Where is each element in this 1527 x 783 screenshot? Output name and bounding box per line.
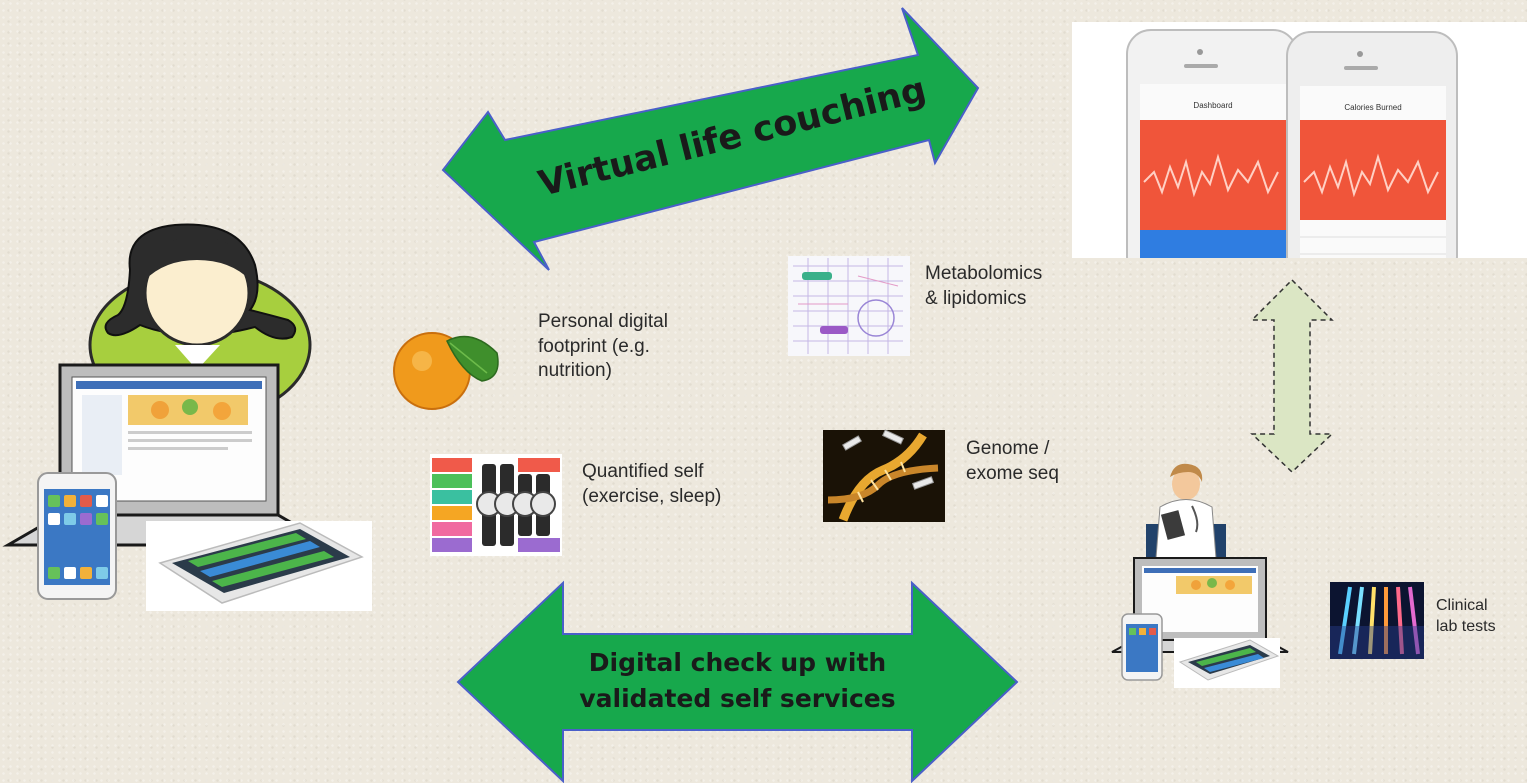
quantified-self-image xyxy=(430,454,562,556)
phone-right-title: Calories Burned xyxy=(1344,103,1401,112)
virtual-coaching-arrow-shape xyxy=(441,7,980,271)
phone-right xyxy=(1286,31,1458,258)
genome-dna-image xyxy=(823,429,945,522)
genome-label: Genome / exome seq xyxy=(966,438,1059,484)
doctor-smartphone-icon xyxy=(1121,613,1163,681)
doctor-tablet-icon xyxy=(1174,638,1280,688)
quantified-self-label: Quantified self (exercise, sleep) xyxy=(582,461,722,507)
orange-fruit-image xyxy=(393,332,499,410)
phones-health-app-image: Dashboard Calories Burned xyxy=(1072,22,1527,258)
tablet-icon xyxy=(146,521,372,611)
metabolomics-label: Metabolomics & lipidomics xyxy=(925,263,1043,309)
metabolomics-pathway-image xyxy=(788,256,910,356)
digital-checkup-label: Digital check up with validated self ser… xyxy=(540,645,935,718)
digital-checkup-label-line1: Digital check up with xyxy=(588,648,887,677)
doctor-with-devices-image xyxy=(1111,463,1289,688)
doctor-icon xyxy=(1146,463,1226,559)
phone-left xyxy=(1126,29,1298,258)
digital-checkup-arrow-shape xyxy=(456,580,1019,783)
clinical-lab-label: Clinical lab tests xyxy=(1436,597,1496,635)
digital-checkup-label-line2: validated self services xyxy=(579,684,896,714)
clinical-lab-image xyxy=(1330,582,1424,659)
smartphone-icon xyxy=(37,472,117,600)
nutrition-label: Personal digital footprint (e.g. nutriti… xyxy=(538,311,668,382)
person-with-devices-image xyxy=(2,223,372,611)
vertical-dashed-arrow-shape xyxy=(1250,278,1334,474)
phone-left-title: Dashboard xyxy=(1193,101,1232,110)
